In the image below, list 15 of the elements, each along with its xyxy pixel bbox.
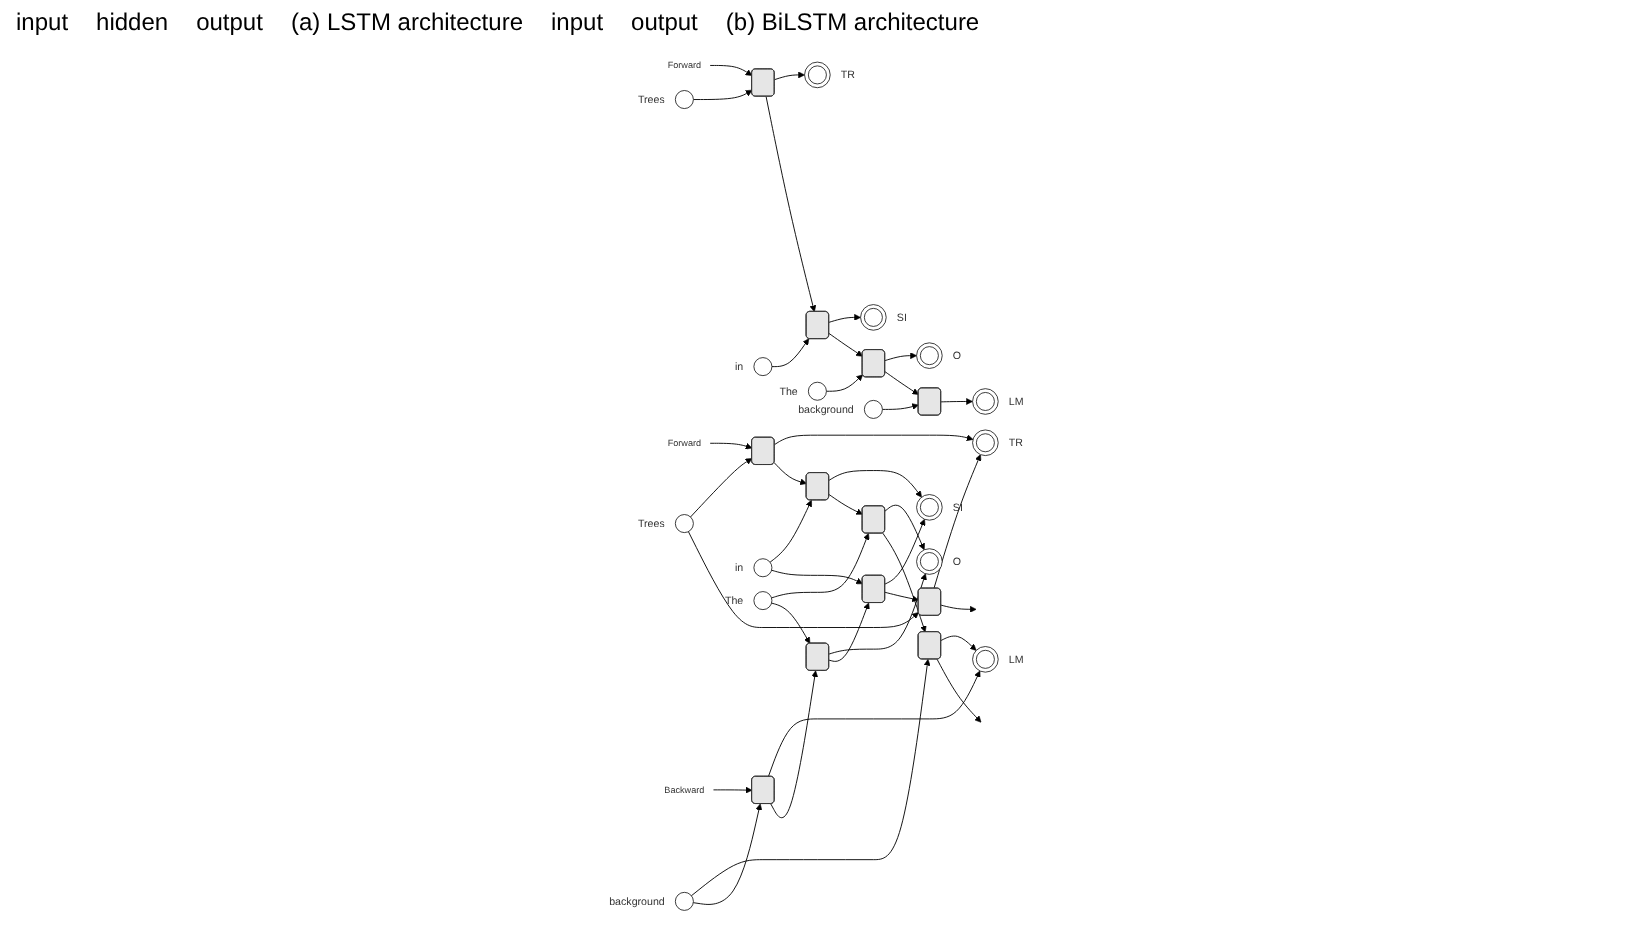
label-text: input [551, 8, 604, 36]
label-text: (b) BiLSTM architecture [725, 8, 980, 36]
node-circle [674, 891, 694, 911]
label-text: input [16, 8, 69, 36]
node-circle [674, 514, 694, 533]
label-text: (a) LSTM architecture [290, 8, 523, 36]
node-circle [753, 591, 772, 610]
node-circle [753, 558, 772, 578]
label-text: hidden [96, 8, 169, 36]
node-circle [807, 381, 827, 401]
node-circle [674, 90, 694, 109]
node-circle [753, 357, 772, 376]
label-text: output [631, 8, 698, 36]
label-text: output [196, 8, 263, 36]
node-circle [863, 400, 883, 419]
